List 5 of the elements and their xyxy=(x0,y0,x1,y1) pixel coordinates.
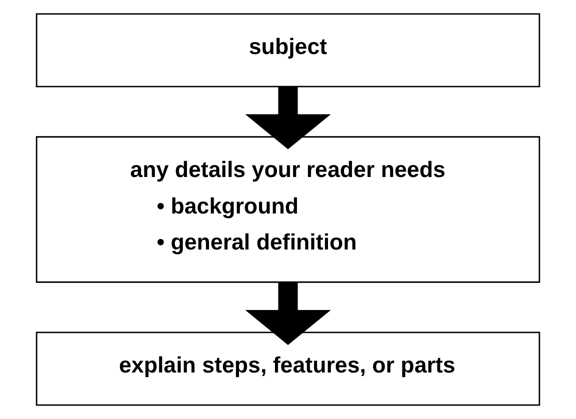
arrow xyxy=(245,86,331,150)
arrow xyxy=(245,282,331,345)
node-box: subject xyxy=(36,13,540,88)
node-box: explain steps, features, or parts xyxy=(36,332,540,406)
node-box: any details your reader needs • background • general definition xyxy=(36,136,540,283)
